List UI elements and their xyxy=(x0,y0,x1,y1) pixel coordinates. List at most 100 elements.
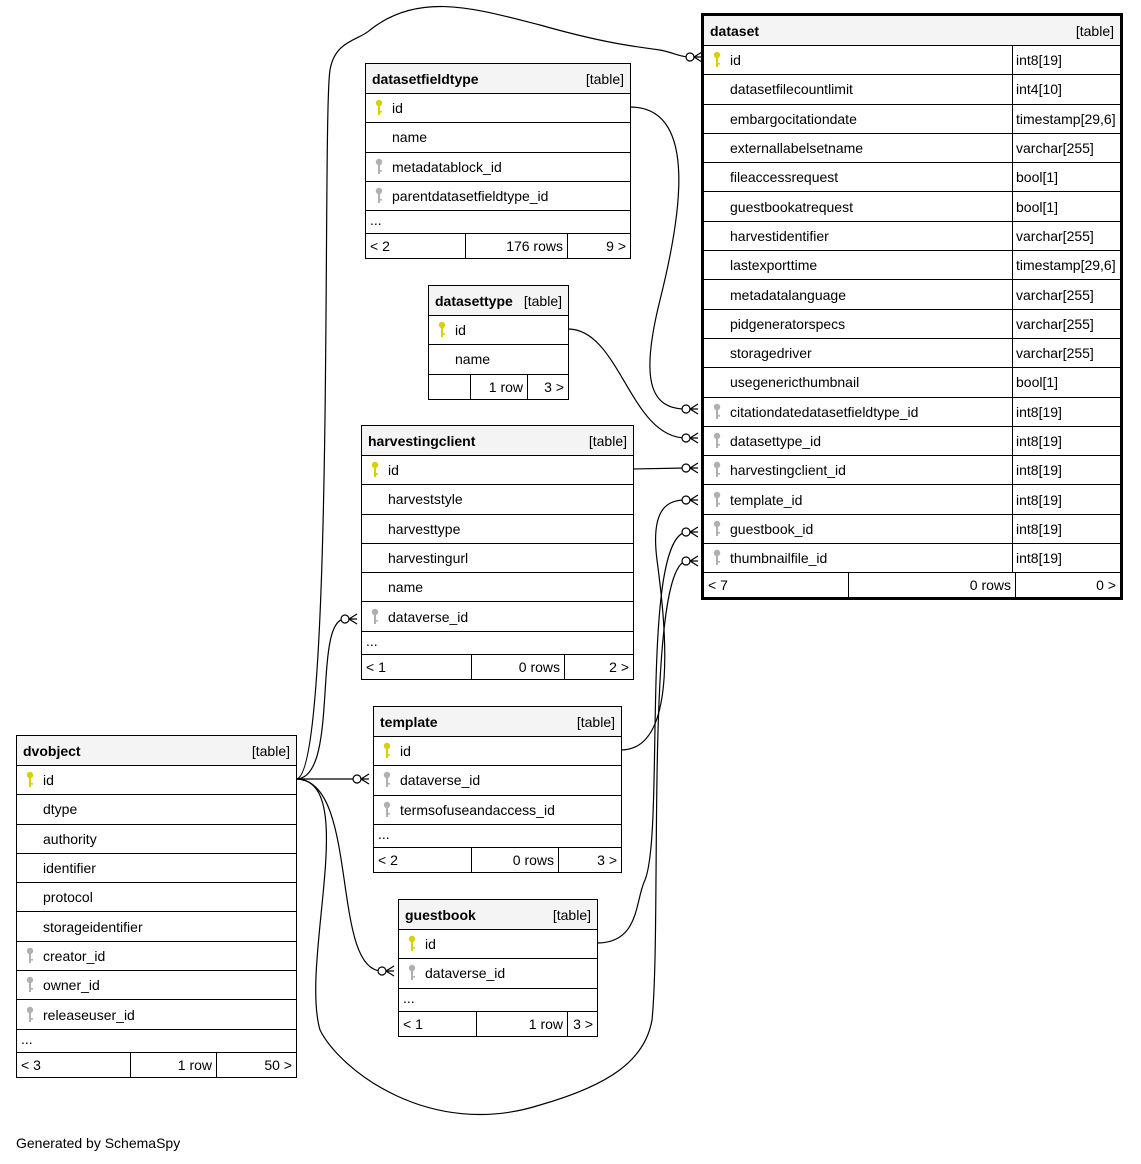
column-row[interactable]: authority xyxy=(17,825,296,854)
column-row[interactable]: dataverse_id xyxy=(399,959,597,989)
parents-count[interactable] xyxy=(429,375,470,399)
column-row[interactable]: id xyxy=(362,456,633,486)
children-count[interactable]: 3 > xyxy=(558,847,621,872)
table-header[interactable]: dataset[table] xyxy=(704,16,1120,46)
foreign-key-icon xyxy=(704,403,730,421)
column-name: externallabelsetname xyxy=(730,140,864,157)
table-header[interactable]: datasettype[table] xyxy=(429,286,568,316)
column-row[interactable]: creator_id xyxy=(17,942,296,972)
column-row[interactable]: name xyxy=(362,573,633,603)
column-name: id xyxy=(388,462,399,479)
column-row[interactable]: harvestingurl xyxy=(362,544,633,574)
column-name: citationdatedatasetfieldtype_id xyxy=(730,403,919,420)
table-header[interactable]: template[table] xyxy=(374,707,621,737)
column-name: owner_id xyxy=(43,977,100,994)
column-row[interactable]: owner_id xyxy=(17,971,296,1001)
children-count[interactable]: 9 > xyxy=(567,234,630,259)
column-row[interactable]: storageidentifier xyxy=(17,912,296,942)
column-row[interactable]: dataverse_id xyxy=(374,766,621,796)
parents-count[interactable]: < 3 xyxy=(21,1056,41,1073)
column-row[interactable]: id xyxy=(429,316,568,346)
table-header[interactable]: guestbook[table] xyxy=(399,900,597,930)
column-row[interactable]: id xyxy=(17,766,296,796)
parents-count[interactable]: < 1 xyxy=(366,658,386,675)
column-name: id xyxy=(43,772,54,789)
table-header[interactable]: harvestingclient[table] xyxy=(362,426,633,456)
children-count[interactable]: 0 > xyxy=(1015,573,1120,598)
zero-or-many-marker xyxy=(681,555,699,567)
children-count[interactable]: 50 > xyxy=(216,1052,296,1077)
table-type-label: [table] xyxy=(585,70,624,87)
parents-count[interactable]: < 1 xyxy=(403,1015,423,1032)
column-name: storagedriver xyxy=(730,345,812,362)
table-name: harvestingclient xyxy=(368,432,476,449)
zero-or-many-marker xyxy=(681,462,699,474)
column-row[interactable]: id xyxy=(366,94,630,124)
column-type: varchar[255] xyxy=(1012,280,1120,309)
column-name: name xyxy=(388,579,424,596)
parents-count[interactable]: < 2 xyxy=(370,238,390,255)
column-row[interactable]: termsofuseandaccess_id xyxy=(374,796,621,825)
primary-key-icon xyxy=(366,99,392,117)
column-type: bool[1] xyxy=(1012,368,1120,397)
children-count[interactable]: 3 > xyxy=(567,1011,597,1036)
column-name: harveststyle xyxy=(388,491,463,508)
column-row[interactable]: identifier xyxy=(17,854,296,884)
column-row[interactable]: metadatalanguage varchar[255] xyxy=(704,280,1120,310)
column-row[interactable]: harveststyle xyxy=(362,485,633,515)
table-header[interactable]: dvobject[table] xyxy=(17,736,296,766)
column-row[interactable]: id xyxy=(374,737,621,767)
parents-count[interactable]: < 2 xyxy=(378,851,398,868)
column-row[interactable]: metadatablock_id xyxy=(366,153,630,182)
foreign-key-icon xyxy=(366,158,392,176)
edge-dvobject-guestbook xyxy=(295,778,383,972)
column-row[interactable]: name xyxy=(366,123,630,153)
table-header[interactable]: datasetfieldtype[table] xyxy=(366,64,630,94)
column-row[interactable]: harvesttype xyxy=(362,515,633,544)
column-row[interactable]: name xyxy=(429,345,568,375)
column-row[interactable]: dtype xyxy=(17,795,296,825)
column-type: varchar[255] xyxy=(1012,309,1120,338)
parents-count[interactable]: < 7 xyxy=(708,577,728,594)
column-row[interactable]: dataverse_id xyxy=(362,602,633,632)
column-row[interactable]: id xyxy=(399,930,597,960)
children-count[interactable]: 3 > xyxy=(527,374,568,399)
children-count[interactable]: 2 > xyxy=(564,654,633,679)
column-type: int8[19] xyxy=(1012,514,1120,544)
table-harvestingclient[interactable]: harvestingclient[table] id harveststyle har… xyxy=(361,425,634,680)
column-type: int8[19] xyxy=(1012,485,1120,514)
column-row[interactable]: protocol xyxy=(17,883,296,913)
foreign-key-icon xyxy=(704,549,730,567)
column-name: harvestingurl xyxy=(388,550,469,567)
column-row[interactable]: parentdatasetfieldtype_id xyxy=(366,182,630,212)
column-name: metadatalanguage xyxy=(730,286,846,303)
column-row[interactable]: releaseuser_id xyxy=(17,1000,296,1030)
row-count: 1 row xyxy=(476,1011,567,1036)
